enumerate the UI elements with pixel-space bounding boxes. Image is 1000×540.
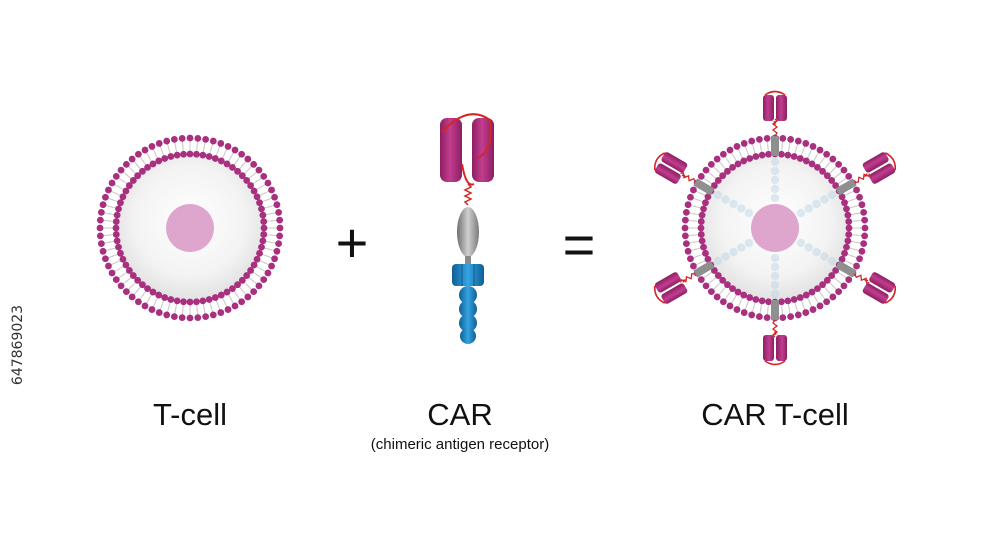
plus-sign: + — [336, 211, 369, 274]
side-id-text: 647869023 — [10, 305, 26, 385]
car-receptor-5 — [649, 260, 715, 308]
lipid-tails — [103, 141, 277, 315]
car-binding-domain-left — [440, 118, 462, 182]
car-binding-domain-right — [472, 118, 494, 182]
car-label: CAR — [427, 397, 492, 432]
car-costim-domain — [452, 264, 484, 286]
car-receptor-6 — [649, 148, 715, 196]
t-cell-illustration — [96, 134, 284, 322]
car-receptor-2 — [835, 148, 901, 196]
car-hinge — [457, 207, 479, 257]
car-cd3z-domain — [459, 286, 477, 344]
car-receptor-4 — [762, 300, 788, 366]
nucleus — [751, 204, 799, 252]
membrane-heads — [96, 134, 284, 322]
car-receptor-illustration — [440, 113, 494, 344]
car-receptor-1 — [762, 90, 788, 156]
car-t-cell-illustration — [649, 90, 901, 366]
t-cell-label: T-cell — [153, 397, 227, 432]
equals-sign: = — [563, 213, 596, 276]
car-subtitle: (chimeric antigen receptor) — [371, 436, 549, 453]
car-transmembrane — [465, 256, 471, 264]
car-receptor-3 — [835, 260, 901, 308]
car-spacer — [463, 183, 473, 206]
membrane-heads — [681, 134, 869, 322]
car-linker — [441, 113, 492, 186]
nucleus — [166, 204, 214, 252]
intracellular-signaling-chains — [713, 157, 837, 299]
car-t-cell-label: CAR T-cell — [701, 397, 849, 432]
